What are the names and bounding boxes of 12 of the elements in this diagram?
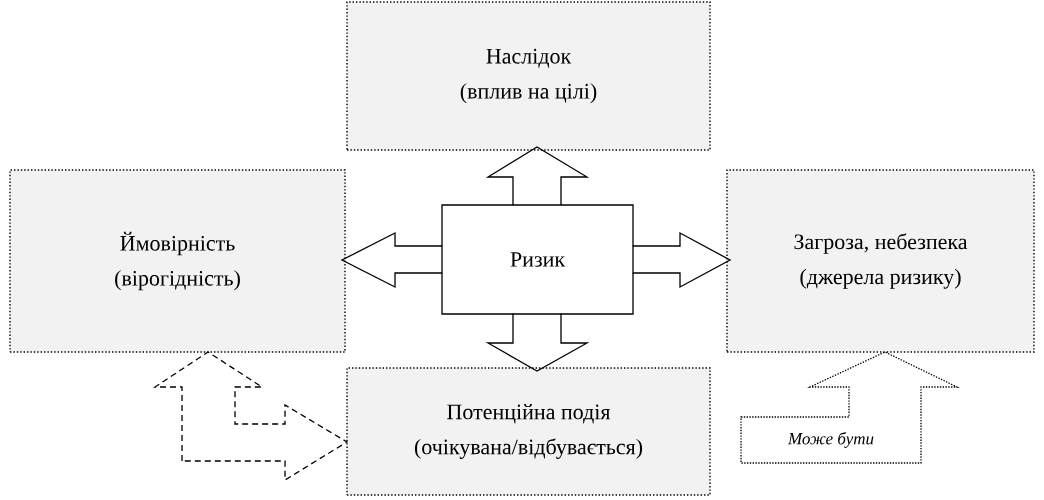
block-arrow (485, 313, 590, 372)
block-arrow (485, 146, 590, 206)
bent-arrow (152, 351, 349, 482)
text-box: Ймовірність (вірогідність) (9, 169, 346, 353)
block-arrow (740, 351, 960, 464)
text-box: Наслідок (вплив на цілі) (346, 1, 711, 151)
text-box: Загроза, небезпека (джерела ризику) (726, 169, 1035, 353)
cross-arrow-body: Ризик (441, 204, 634, 315)
text-box: Потенційна подія (очікувана/відбувається) (346, 367, 711, 496)
block-arrow (632, 231, 732, 289)
arrow-text: Може бути (787, 432, 874, 448)
block-arrow (340, 231, 443, 289)
